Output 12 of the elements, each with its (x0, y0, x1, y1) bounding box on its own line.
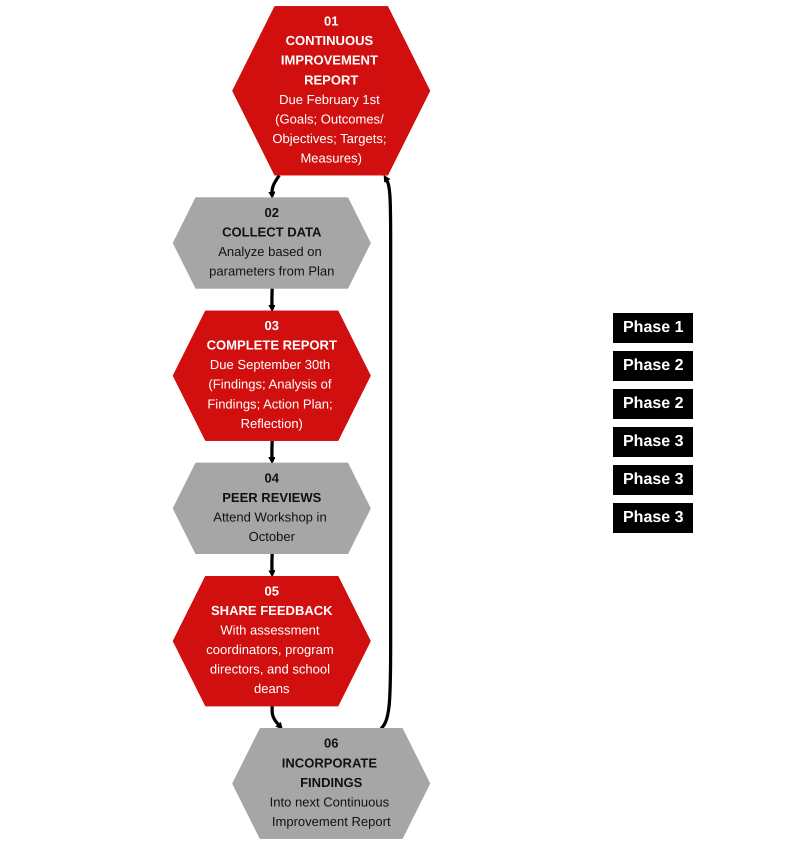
arrow (268, 440, 276, 464)
arrow (380, 175, 392, 730)
arrow (268, 174, 281, 199)
phase-label: Phase 2 (613, 350, 694, 380)
phase-label: Phase 3 (613, 502, 694, 532)
phase-label: Phase 1 (613, 312, 694, 342)
phase-label: Phase 3 (613, 426, 694, 456)
arrow (268, 554, 276, 578)
phase-label: Phase 3 (613, 464, 694, 494)
arrow (268, 288, 276, 312)
arrow (270, 706, 283, 730)
phase-label: Phase 2 (613, 388, 694, 418)
